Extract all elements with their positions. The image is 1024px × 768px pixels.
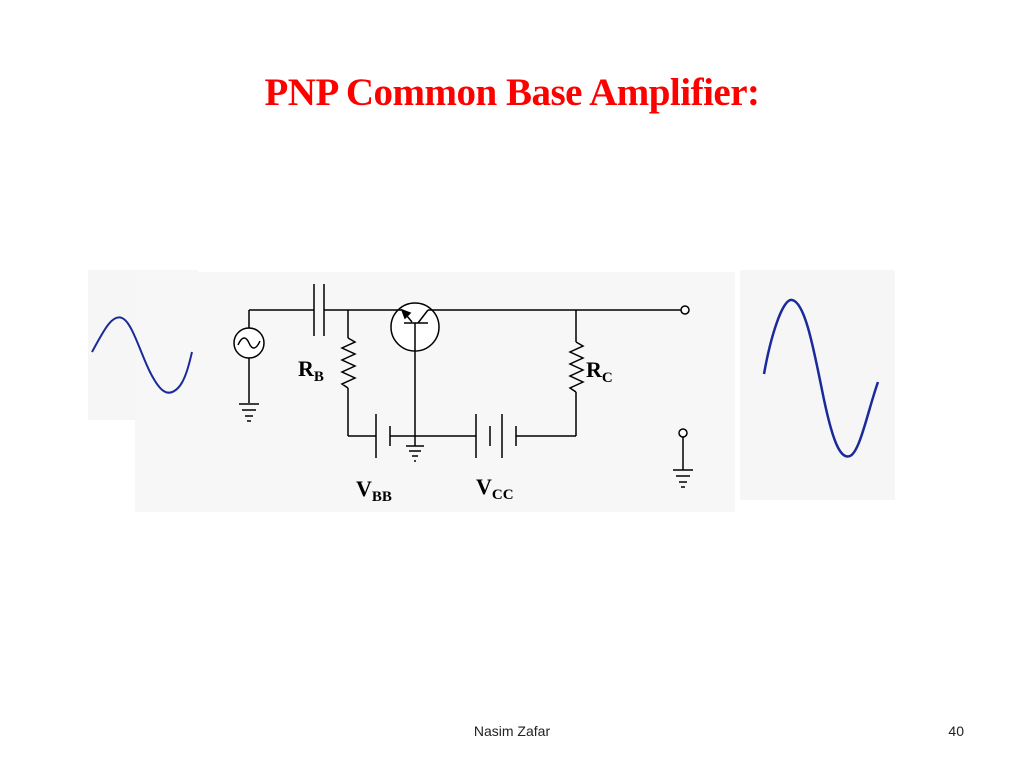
label-rb: RB xyxy=(298,356,324,385)
slide-title: PNP Common Base Amplifier: xyxy=(264,71,760,114)
ground-symbol-output xyxy=(673,437,693,488)
ac-source xyxy=(233,310,265,403)
circuit-panel xyxy=(135,272,735,512)
resistor-rb xyxy=(340,310,357,436)
label-rc: RC xyxy=(586,357,613,386)
output-wave-panel xyxy=(740,270,895,500)
label-vbb: VBB xyxy=(356,476,392,505)
ground-symbol-source xyxy=(239,403,259,422)
output-waveform xyxy=(762,298,880,458)
output-terminal-bottom xyxy=(678,428,688,438)
label-vcc: VCC xyxy=(476,474,514,503)
footer-author: Nasim Zafar xyxy=(473,723,551,739)
output-terminal-top xyxy=(680,305,690,315)
resistor-rc xyxy=(568,310,585,436)
ground-symbol-base xyxy=(406,436,424,462)
battery-vbb xyxy=(348,414,415,458)
battery-vcc xyxy=(415,414,576,458)
input-waveform xyxy=(91,316,193,394)
page-number: 40 xyxy=(948,723,964,739)
pnp-transistor xyxy=(390,302,440,436)
